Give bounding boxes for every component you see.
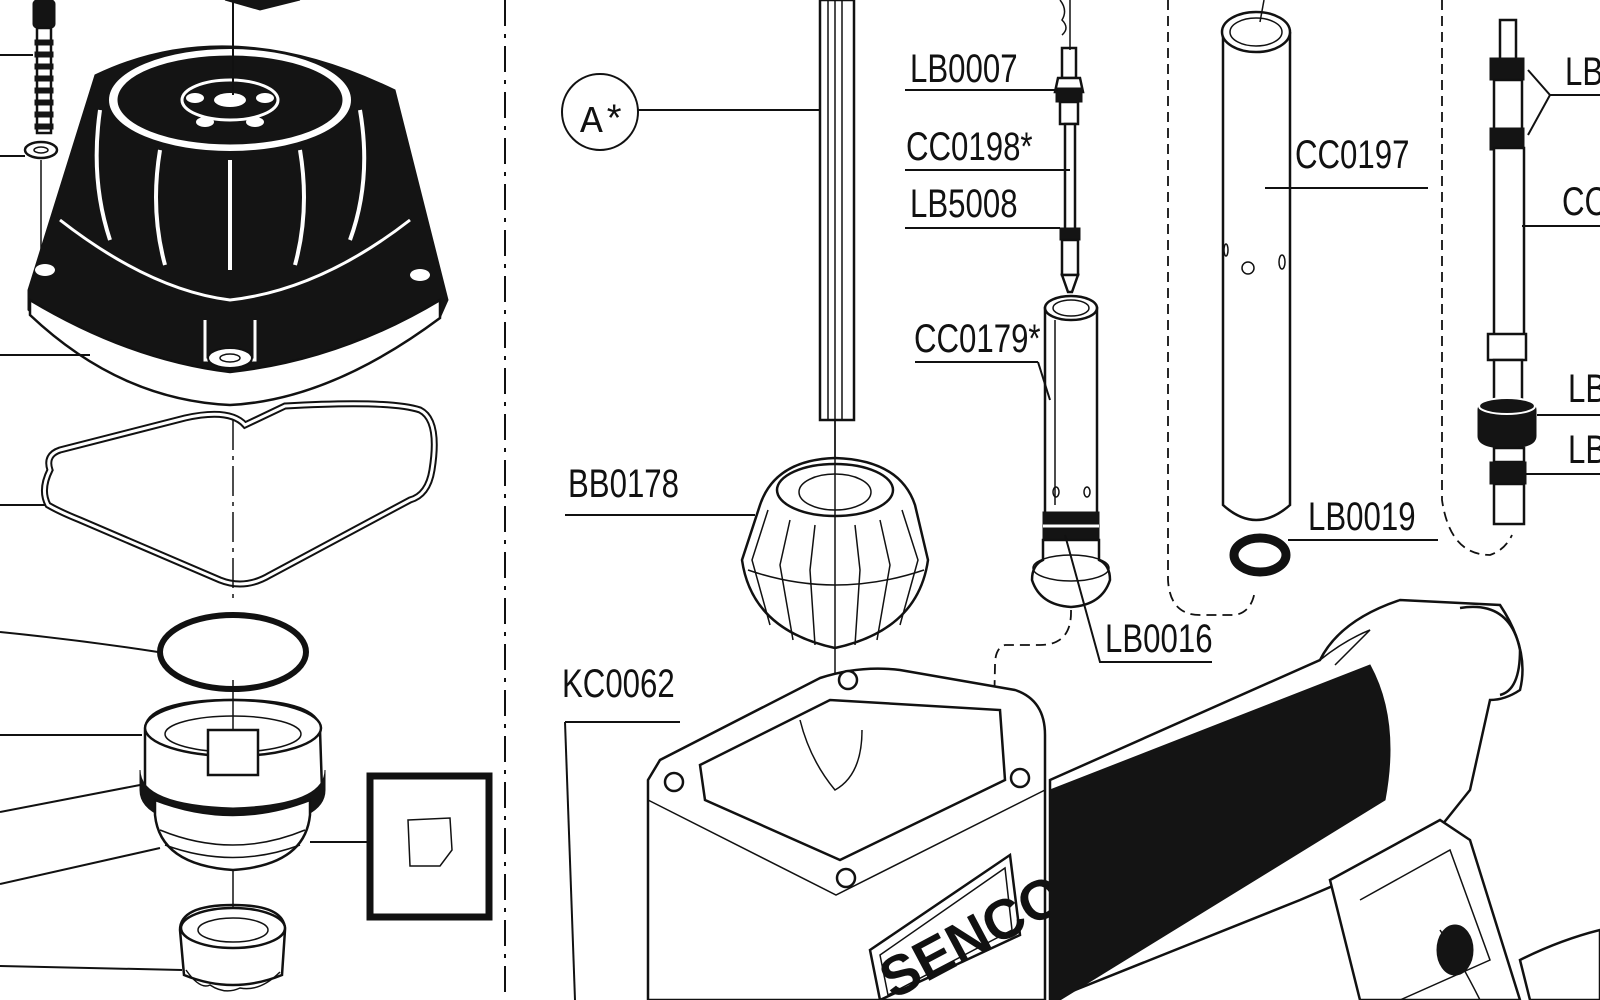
cap-gasket: [41, 400, 438, 588]
tool-body: SENCO: [646, 667, 1074, 1000]
label-lb0016: LB0016: [1105, 616, 1213, 661]
label-lb5008: LB5008: [910, 181, 1018, 226]
label-lb0007: LB0007: [910, 46, 1018, 91]
callout-circle-label: A*: [580, 101, 626, 144]
group-outline: [1167, 0, 1256, 616]
inset-detail-box: [366, 772, 493, 921]
piston-rod: [1477, 18, 1537, 526]
bushing: [178, 903, 287, 992]
label-cc0179: CC0179*: [914, 316, 1041, 361]
label-cc0198: CC0198*: [906, 124, 1033, 169]
o-ring: [157, 612, 309, 692]
cap-screw: [32, 0, 56, 135]
valve-stem: [1053, 0, 1085, 294]
label-lb-top-right: LB: [1565, 49, 1600, 94]
valve-sleeve: [1030, 294, 1112, 609]
driver-blade: [818, 0, 856, 460]
washer: [23, 140, 59, 160]
cylinder-tube: [1220, 10, 1292, 522]
label-lb-mid-right: LB: [1568, 366, 1600, 411]
cylinder-cap: [27, 45, 449, 407]
label-cc0197: CC0197: [1295, 132, 1409, 177]
label-bb0178: BB0178: [568, 461, 679, 506]
label-lb0019: LB0019: [1308, 494, 1416, 539]
callout-circle: [561, 73, 639, 151]
label-lb-low-right: LB: [1568, 427, 1600, 472]
label-kc0062: KC0062: [562, 661, 675, 706]
label-cc-right: CC: [1562, 179, 1600, 224]
small-o-ring: [1229, 533, 1291, 577]
tool-handle: [1048, 598, 1600, 1000]
